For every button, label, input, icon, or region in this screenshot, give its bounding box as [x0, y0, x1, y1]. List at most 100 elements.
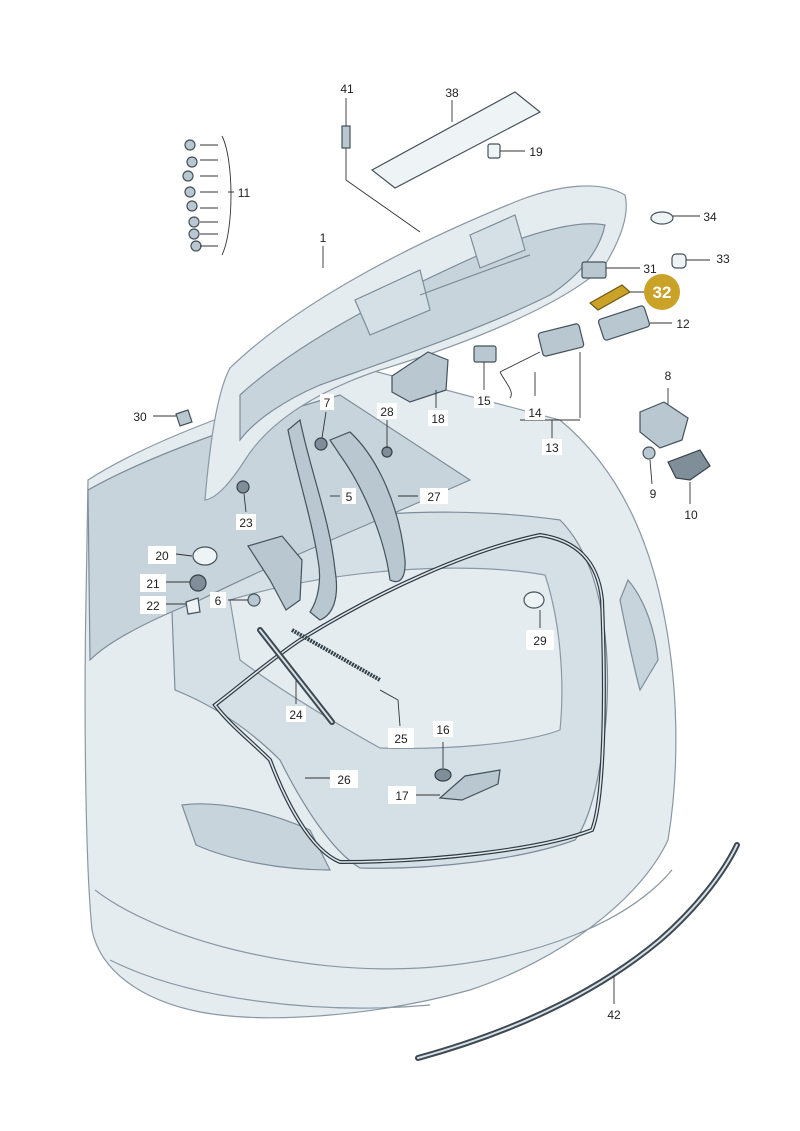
callout-labels: 41 38 19 11 1 34 33 31 32 12 8 15 14 18 … — [130, 80, 733, 1022]
svg-text:20: 20 — [155, 549, 169, 563]
part-15-clip — [473, 345, 497, 363]
callout-32-highlighted[interactable]: 32 — [644, 274, 680, 310]
part-12-lamp — [597, 305, 651, 341]
svg-text:14: 14 — [528, 406, 542, 420]
callout-5: 5 — [342, 488, 356, 504]
svg-text:5: 5 — [346, 490, 353, 504]
svg-text:22: 22 — [146, 599, 160, 613]
callout-30: 30 — [130, 408, 150, 424]
callout-22: 22 — [140, 596, 166, 614]
callout-10: 10 — [681, 506, 701, 522]
callout-31: 31 — [640, 260, 660, 276]
callout-38: 38 — [442, 84, 462, 100]
part-16-buffer — [434, 768, 452, 782]
svg-text:15: 15 — [477, 394, 491, 408]
svg-text:30: 30 — [133, 410, 147, 424]
svg-text:12: 12 — [676, 317, 690, 331]
part-19-cap — [487, 143, 501, 159]
part-30-bracket — [175, 409, 193, 427]
svg-text:41: 41 — [340, 82, 354, 96]
svg-text:1: 1 — [320, 231, 327, 245]
svg-text:7: 7 — [324, 396, 331, 410]
callout-18: 18 — [428, 410, 448, 426]
svg-text:34: 34 — [703, 210, 717, 224]
svg-text:11: 11 — [238, 186, 251, 200]
part-7-stop — [314, 437, 328, 451]
svg-text:18: 18 — [431, 412, 445, 426]
part-5-hinge — [287, 418, 338, 621]
callout-34: 34 — [700, 208, 720, 224]
part-23-clip — [236, 480, 250, 494]
svg-text:42: 42 — [607, 1008, 621, 1022]
callout-24: 24 — [286, 706, 306, 722]
part-14-handle-module — [537, 323, 585, 357]
callout-6: 6 — [210, 592, 226, 608]
svg-text:24: 24 — [289, 708, 303, 722]
callout-13: 13 — [542, 439, 562, 455]
part-hinge-bracket — [247, 535, 303, 611]
svg-text:8: 8 — [665, 369, 672, 383]
callout-20: 20 — [148, 546, 176, 564]
svg-text:9: 9 — [650, 487, 657, 501]
part-6-bolt — [247, 593, 261, 607]
callout-17: 17 — [388, 786, 416, 804]
part-20-cap — [192, 546, 218, 566]
svg-text:33: 33 — [716, 252, 730, 266]
svg-text:23: 23 — [239, 516, 253, 530]
callout-26: 26 — [330, 770, 358, 788]
svg-text:38: 38 — [445, 86, 459, 100]
callout-21: 21 — [140, 574, 166, 592]
svg-text:28: 28 — [380, 405, 394, 419]
callout-41: 41 — [337, 80, 357, 96]
svg-text:6: 6 — [215, 594, 222, 608]
callout-12: 12 — [673, 315, 693, 331]
callout-15: 15 — [474, 392, 494, 408]
callout-8: 8 — [661, 367, 675, 383]
trunk-lid — [204, 185, 627, 501]
part-21-grommet — [189, 574, 207, 592]
part-41-bolt — [341, 125, 351, 149]
svg-text:16: 16 — [436, 723, 450, 737]
part-32-seal-highlighted — [588, 284, 632, 311]
svg-text:29: 29 — [533, 634, 547, 648]
callout-29: 29 — [526, 630, 554, 650]
svg-text:13: 13 — [545, 441, 559, 455]
part-31-holder — [581, 261, 607, 279]
svg-text:10: 10 — [684, 508, 698, 522]
part-9-nut — [642, 446, 656, 460]
svg-text:31: 31 — [643, 262, 657, 276]
part-8-lock — [639, 401, 689, 449]
part-28-clip — [381, 446, 393, 458]
svg-text:17: 17 — [395, 789, 409, 803]
callout-27: 27 — [420, 488, 448, 504]
part-25-spring — [291, 628, 381, 682]
part-22-clip — [185, 597, 201, 615]
part-27-hinge-cover — [329, 431, 406, 583]
callout-33: 33 — [713, 250, 733, 266]
callout-11: 11 — [234, 184, 254, 200]
callout-42: 42 — [602, 1006, 626, 1022]
svg-text:25: 25 — [394, 732, 408, 746]
part-34-grommet — [650, 211, 674, 225]
svg-text:19: 19 — [529, 145, 543, 159]
leader-lines — [153, 98, 710, 1004]
svg-text:26: 26 — [337, 773, 351, 787]
part-11-fastener-set — [182, 139, 202, 252]
part-17-striker-plate — [438, 769, 501, 801]
callout-16: 16 — [433, 721, 453, 737]
svg-text:27: 27 — [427, 490, 441, 504]
part-38-cover-plate — [370, 91, 542, 189]
part-33-bulb — [671, 253, 687, 269]
callout-23: 23 — [236, 514, 256, 530]
callout-28: 28 — [377, 403, 397, 419]
part-18-bracket — [391, 351, 449, 403]
car-body — [84, 369, 677, 1019]
callout-19: 19 — [526, 143, 546, 159]
callout-25: 25 — [388, 728, 414, 748]
callout-1: 1 — [316, 229, 330, 245]
highlight-badge — [644, 274, 680, 310]
part-10-striker — [667, 449, 711, 481]
part-29-stop — [523, 591, 545, 609]
callout-14: 14 — [525, 404, 545, 420]
